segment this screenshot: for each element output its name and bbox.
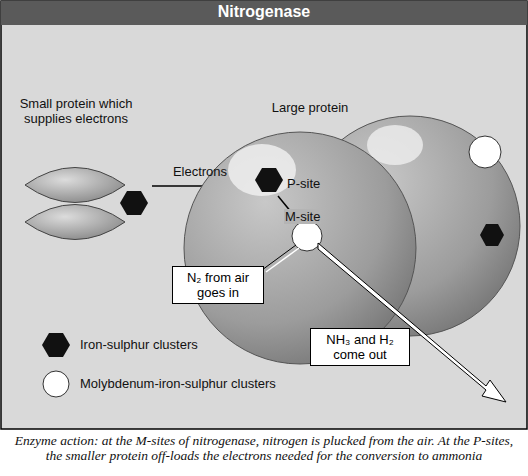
part-label: P-site <box>287 176 320 191</box>
callout-box: N₂ from air goes in <box>172 266 264 304</box>
callout-text: NH₃ and H₂ come out <box>316 332 404 362</box>
small-protein-lobe <box>25 168 125 203</box>
legend-text: Molybdenum-iron-sulphur clusters <box>80 376 276 391</box>
iron-sulphur-cluster <box>480 224 504 246</box>
part-label: Electrons <box>160 164 240 179</box>
p-site-cluster <box>255 168 283 192</box>
caption: Enzyme action: at the M-sites of nitroge… <box>8 433 520 463</box>
legend-text: Iron-sulphur clusters <box>80 337 198 352</box>
part-label: M-site <box>284 209 321 224</box>
part-label: Small protein which supplies electrons <box>18 96 134 126</box>
callout-box: NH₃ and H₂ come out <box>310 328 410 366</box>
legend-sample <box>43 371 69 397</box>
panel <box>1 1 527 429</box>
mo-fe-s-cluster <box>469 136 501 168</box>
iron-sulphur-cluster <box>120 191 148 215</box>
title: Nitrogenase <box>0 3 528 21</box>
legend-sample <box>42 333 70 357</box>
small-protein-lobe <box>25 205 125 240</box>
title-band <box>1 1 527 25</box>
callout-text: N₂ from air goes in <box>178 270 258 300</box>
part-label: Large protein <box>255 100 365 115</box>
outflow-arrow <box>318 243 506 402</box>
